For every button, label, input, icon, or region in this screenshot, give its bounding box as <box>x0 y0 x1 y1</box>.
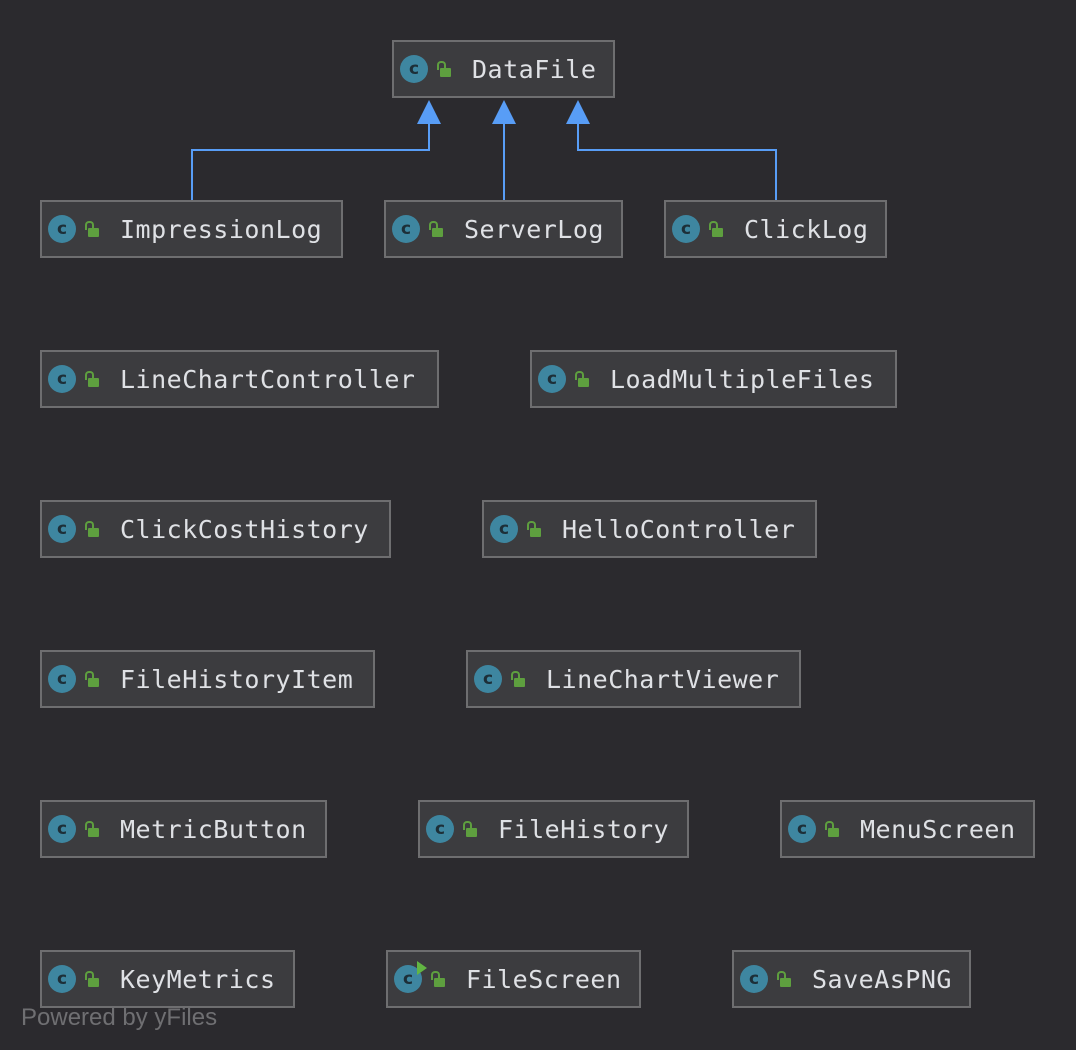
class-icon: c <box>48 665 76 693</box>
class-node-saveaspng[interactable]: c SaveAsPNG <box>732 950 971 1008</box>
class-name-label: ClickCostHistory <box>120 514 369 544</box>
class-node-filescreen[interactable]: c FileScreen <box>386 950 641 1008</box>
class-name-label: ClickLog <box>744 214 869 244</box>
class-name-label: DataFile <box>472 54 597 84</box>
class-name-label: HelloController <box>562 514 796 544</box>
public-lock-icon <box>526 519 542 539</box>
class-icon: c <box>490 515 518 543</box>
class-name-label: SaveAsPNG <box>812 964 952 994</box>
class-icon: c <box>392 215 420 243</box>
public-lock-icon <box>84 819 100 839</box>
runnable-class-icon: c <box>394 961 427 993</box>
class-node-clickcosthistory[interactable]: c ClickCostHistory <box>40 500 391 558</box>
yfiles-watermark: Powered by yFiles <box>21 1004 218 1031</box>
class-name-label: KeyMetrics <box>120 964 276 994</box>
public-lock-icon <box>428 219 444 239</box>
class-name-label: ImpressionLog <box>120 214 323 244</box>
extends-edge-impressionlog <box>191 124 430 200</box>
public-lock-icon <box>84 519 100 539</box>
class-node-linechartcontroller[interactable]: c LineChartController <box>40 350 439 408</box>
class-node-impressionlog[interactable]: c ImpressionLog <box>40 200 343 258</box>
inheritance-arrowhead-icon <box>566 100 590 124</box>
class-icon: c <box>48 965 76 993</box>
class-node-linechartviewer[interactable]: c LineChartViewer <box>466 650 801 708</box>
class-icon: c <box>48 815 76 843</box>
class-icon: c <box>788 815 816 843</box>
public-lock-icon <box>574 369 590 389</box>
class-name-label: LineChartController <box>120 364 416 394</box>
class-node-hellocontroller[interactable]: c HelloController <box>482 500 817 558</box>
inheritance-arrowhead-icon <box>492 100 516 124</box>
extends-edge-clicklog <box>577 124 777 200</box>
public-lock-icon <box>776 969 792 989</box>
class-name-label: FileHistoryItem <box>120 664 354 694</box>
class-node-datafile[interactable]: c DataFile <box>392 40 615 98</box>
class-icon: c <box>48 215 76 243</box>
public-lock-icon <box>510 669 526 689</box>
class-node-filehistoryitem[interactable]: c FileHistoryItem <box>40 650 375 708</box>
class-node-filehistory[interactable]: c FileHistory <box>418 800 689 858</box>
class-icon: c <box>48 515 76 543</box>
class-node-loadmultiplefiles[interactable]: c LoadMultipleFiles <box>530 350 897 408</box>
class-node-clicklog[interactable]: c ClickLog <box>664 200 887 258</box>
class-name-label: MenuScreen <box>860 814 1016 844</box>
class-node-metricbutton[interactable]: c MetricButton <box>40 800 327 858</box>
class-node-menuscreen[interactable]: c MenuScreen <box>780 800 1035 858</box>
public-lock-icon <box>436 59 452 79</box>
class-name-label: MetricButton <box>120 814 307 844</box>
inheritance-arrowhead-icon <box>417 100 441 124</box>
class-icon: c <box>400 55 428 83</box>
class-node-keymetrics[interactable]: c KeyMetrics <box>40 950 295 1008</box>
public-lock-icon <box>84 369 100 389</box>
class-name-label: FileHistory <box>498 814 670 844</box>
public-lock-icon <box>84 969 100 989</box>
class-name-label: FileScreen <box>466 964 622 994</box>
class-name-label: LineChartViewer <box>546 664 780 694</box>
public-lock-icon <box>84 669 100 689</box>
class-node-serverlog[interactable]: c ServerLog <box>384 200 623 258</box>
class-icon: c <box>474 665 502 693</box>
public-lock-icon <box>824 819 840 839</box>
public-lock-icon <box>84 219 100 239</box>
public-lock-icon <box>430 969 446 989</box>
class-name-label: LoadMultipleFiles <box>610 364 875 394</box>
public-lock-icon <box>462 819 478 839</box>
class-icon: c <box>426 815 454 843</box>
public-lock-icon <box>708 219 724 239</box>
class-icon: c <box>740 965 768 993</box>
class-name-label: ServerLog <box>464 214 604 244</box>
class-icon: c <box>672 215 700 243</box>
run-marker-icon <box>417 961 427 975</box>
class-icon: c <box>48 365 76 393</box>
class-icon: c <box>538 365 566 393</box>
